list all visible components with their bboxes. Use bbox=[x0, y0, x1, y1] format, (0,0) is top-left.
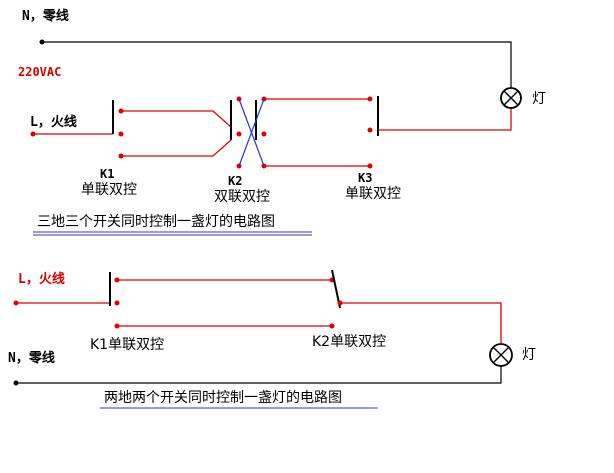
switch-k2-2 bbox=[329, 269, 343, 329]
lamp-1-label: 灯 bbox=[532, 91, 546, 107]
k2-cross-wire-b bbox=[238, 98, 265, 167]
live-label-1: L，火线 bbox=[30, 114, 77, 130]
neutral-label-1: N，零线 bbox=[22, 8, 69, 24]
caption-1: 三地三个开关同时控制一盏灯的电路图 bbox=[37, 214, 275, 230]
k2-2-label: K2单联双控 bbox=[312, 334, 386, 350]
lamp-2 bbox=[489, 343, 513, 367]
lamp-1 bbox=[500, 87, 522, 109]
k3-contact-top bbox=[367, 96, 373, 102]
diagram-three-way: N，零线 220VAC L，火线 K1 单联双控 bbox=[18, 8, 546, 236]
k1-2-contact-mid bbox=[114, 300, 120, 306]
voltage-label: 220VAC bbox=[18, 65, 61, 79]
k1-2-label: K1单联双控 bbox=[90, 337, 164, 353]
k2-type-label: 双联双控 bbox=[214, 189, 270, 205]
caption-2: 两地两个开关同时控制一盏灯的电路图 bbox=[104, 390, 342, 406]
k3-contact-bottom bbox=[367, 163, 373, 169]
k3-type-label: 单联双控 bbox=[345, 186, 401, 202]
switch-k3 bbox=[367, 96, 379, 169]
switch-k2 bbox=[230, 96, 267, 169]
neutral-wire-2 bbox=[16, 366, 502, 384]
k1-k2-lower-wire bbox=[121, 139, 232, 157]
k1-k2-upper-wire bbox=[121, 110, 232, 128]
live-label-2: L，火线 bbox=[18, 271, 65, 287]
k2-left-mid bbox=[236, 131, 242, 137]
k1-contact-mid bbox=[118, 131, 124, 137]
lamp-2-label: 灯 bbox=[522, 347, 536, 363]
k3-id-label: K3 bbox=[358, 171, 372, 185]
k1-id-label: K1 bbox=[100, 167, 114, 181]
k1-type-label: 单联双控 bbox=[81, 182, 137, 198]
k2-right-mid bbox=[261, 131, 267, 137]
neutral-label-2: N，零线 bbox=[8, 350, 55, 366]
k2-id-label: K2 bbox=[228, 174, 242, 188]
k3-lamp-wire bbox=[378, 108, 512, 131]
neutral-wire-1 bbox=[42, 41, 512, 88]
k3-contact-mid bbox=[367, 127, 373, 133]
k2-2-contact-bottom bbox=[329, 323, 335, 329]
diagram-two-way: L，火线 K1单联双控 K2单联双控 灯 bbox=[8, 269, 536, 409]
k2-lamp-wire-2 bbox=[340, 302, 502, 343]
switch-k1 bbox=[112, 100, 124, 159]
